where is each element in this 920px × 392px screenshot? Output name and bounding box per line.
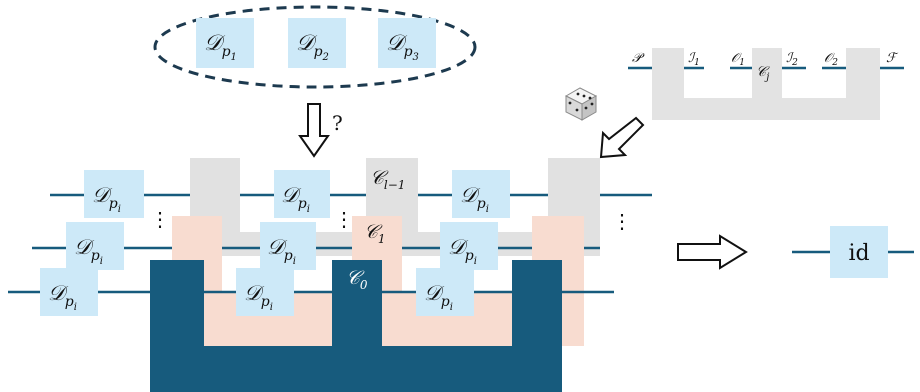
dpi-box: 𝒟pi (416, 268, 474, 316)
ellipsis-middle: ⋮ (334, 207, 354, 231)
right-arrow-icon (677, 234, 748, 270)
comb-layer-top (190, 158, 600, 256)
ellipsis-left: ⋮ (150, 207, 170, 231)
comb-layer-bottom (150, 260, 562, 392)
svg-text:𝒟pi: 𝒟pi (460, 183, 489, 215)
svg-text:𝒟pi: 𝒟pi (244, 281, 273, 313)
diagonal-arrow-icon (599, 116, 645, 159)
svg-text:𝒟p3: 𝒟p3 (386, 31, 419, 63)
svg-text:𝒟pi: 𝒟pi (92, 183, 121, 215)
dpi-box: 𝒟pi (84, 170, 144, 218)
wire-label-O2: 𝒪2 (824, 51, 838, 68)
svg-text:𝒟p2: 𝒟p2 (296, 31, 329, 63)
wire-label-I1: ℐ1 (688, 51, 700, 68)
wire-label-I2: ℐ2 (786, 51, 798, 68)
dpi-box: 𝒟pi (452, 170, 510, 218)
dpi-box: 𝒟pi (260, 222, 316, 270)
cloud-box-1: 𝒟p1 (196, 18, 254, 68)
down-arrow-icon (298, 103, 330, 158)
cloud-box-2: 𝒟p2 (288, 18, 346, 68)
svg-text:𝒟pi: 𝒟pi (74, 235, 103, 267)
identity-box: id (792, 226, 914, 278)
wire-label-F: ℱ (886, 51, 899, 66)
svg-text:𝒟pi: 𝒟pi (424, 281, 453, 313)
svg-text:𝒟pi: 𝒟pi (448, 235, 477, 267)
svg-text:𝒟pi: 𝒟pi (48, 281, 77, 313)
dice-icon (564, 87, 598, 121)
svg-text:𝒟pi: 𝒟pi (281, 183, 310, 215)
comb-cj: 𝒫 ℐ1 𝒪1 ℐ2 𝒪2 ℱ 𝒞j (628, 48, 904, 120)
dpi-box: 𝒟pi (440, 222, 498, 270)
dpi-box: 𝒟pi (236, 268, 294, 316)
dashed-ellipse (153, 5, 477, 89)
wire-label-O1: 𝒪1 (731, 51, 745, 68)
identity-label: id (848, 241, 869, 266)
svg-text:𝒟pi: 𝒟pi (267, 235, 296, 267)
sample-cloud: 𝒟p1 𝒟p2 𝒟p3 (153, 5, 477, 89)
cloud-box-3: 𝒟p3 (378, 18, 436, 68)
wire-label-P: 𝒫 (632, 51, 645, 66)
dpi-box: 𝒟pi (66, 222, 124, 270)
dpi-box: 𝒟pi (40, 268, 98, 316)
question-mark: ? (332, 111, 343, 135)
ellipsis-right: ⋮ (612, 209, 632, 233)
dpi-box: 𝒟pi (274, 170, 330, 218)
svg-text:𝒟p1: 𝒟p1 (204, 31, 237, 63)
